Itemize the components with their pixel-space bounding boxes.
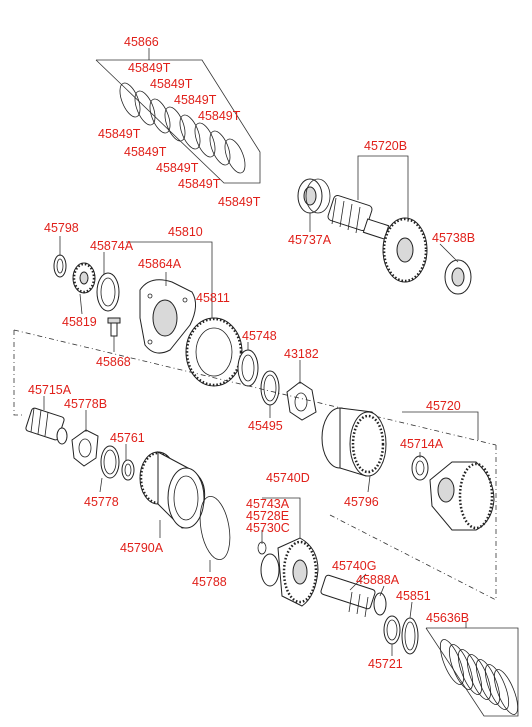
drum-45796 xyxy=(321,407,387,477)
label-45714a: 45714A xyxy=(400,437,444,451)
part-labels: 45866 45849T 45849T 45849T 45849T 45849T… xyxy=(28,35,475,671)
shaft-45715a xyxy=(25,407,68,445)
label-45720: 45720 xyxy=(426,399,461,413)
label-43182: 43182 xyxy=(284,347,319,361)
bolt-45868 xyxy=(107,317,121,337)
label-45761: 45761 xyxy=(110,431,145,445)
label-45743a: 45743A xyxy=(246,497,290,511)
carrier-45864a xyxy=(139,279,196,354)
washer-45778b xyxy=(71,429,99,467)
label-45796: 45796 xyxy=(344,495,379,509)
ring-45714a xyxy=(411,455,429,481)
label-45874a: 45874A xyxy=(90,239,134,253)
label-45495: 45495 xyxy=(248,419,283,433)
ring-45874a xyxy=(96,272,120,312)
bracket-45636b xyxy=(425,627,519,717)
label-45720b: 45720B xyxy=(364,139,407,153)
sun-gear-45819 xyxy=(72,262,96,294)
label-45811: 45811 xyxy=(196,291,230,305)
bearing-45738b xyxy=(444,259,472,295)
label-45715a: 45715A xyxy=(28,383,72,397)
label-45730c: 45730C xyxy=(246,521,290,535)
label-45737a: 45737A xyxy=(288,233,332,247)
ring-45798 xyxy=(53,254,67,278)
label-45798: 45798 xyxy=(44,221,79,235)
label-45849t: 45849T xyxy=(98,127,141,141)
label-45849t: 45849T xyxy=(156,161,199,175)
label-45740g: 45740G xyxy=(332,559,376,573)
plate-43182 xyxy=(286,381,317,421)
label-45888a: 45888A xyxy=(356,573,400,587)
bracket-45810 xyxy=(126,241,213,300)
clutch-rings-45849t xyxy=(119,82,246,174)
ring-45778 xyxy=(100,445,120,479)
bracket-45720 xyxy=(402,411,479,440)
clutch-ring-set-bracket xyxy=(95,59,261,184)
clutch-discs-45636b xyxy=(439,639,519,715)
label-45636b: 45636B xyxy=(426,611,469,625)
label-45790a: 45790A xyxy=(120,541,164,555)
label-45778: 45778 xyxy=(84,495,119,509)
label-45810: 45810 xyxy=(168,225,203,239)
ring-gear-45811 xyxy=(185,317,243,387)
label-45864a: 45864A xyxy=(138,257,182,271)
label-45849t: 45849T xyxy=(178,177,221,191)
label-45778b: 45778B xyxy=(64,397,107,411)
label-45851: 45851 xyxy=(396,589,431,603)
planetary-carrier-45740d xyxy=(260,537,319,607)
ring-45888a xyxy=(373,592,387,616)
label-45748: 45748 xyxy=(242,329,277,343)
label-45740d: 45740D xyxy=(266,471,310,485)
transfer-drive-shaft-45720b xyxy=(327,194,428,283)
ring-45851 xyxy=(401,617,419,655)
ring-45748 xyxy=(237,349,259,387)
label-45849t: 45849T xyxy=(124,145,167,159)
label-45868: 45868 xyxy=(96,355,131,369)
label-45721: 45721 xyxy=(368,657,403,671)
label-45866: 45866 xyxy=(124,35,159,49)
snap-ring-45788 xyxy=(199,495,231,561)
ring-45495 xyxy=(260,370,280,406)
bracket-45740d xyxy=(262,497,301,548)
ring-45761 xyxy=(121,459,135,481)
carrier-45720 xyxy=(429,461,495,531)
label-45788: 45788 xyxy=(192,575,227,589)
shaft-45740g xyxy=(320,574,376,618)
drum-45790a xyxy=(139,451,206,529)
label-45849t: 45849T xyxy=(150,77,193,91)
label-45849t: 45849T xyxy=(128,61,171,75)
leader-lines xyxy=(43,48,467,656)
label-45738b: 45738B xyxy=(432,231,475,245)
ring-45721 xyxy=(383,615,401,645)
label-45849t: 45849T xyxy=(174,93,217,107)
label-45849t: 45849T xyxy=(218,195,261,209)
reference-centerlines xyxy=(13,329,497,601)
label-45849t: 45849T xyxy=(198,109,241,123)
label-45728e: 45728E xyxy=(246,509,289,523)
label-45819: 45819 xyxy=(62,315,97,329)
bearing-45737a xyxy=(297,178,331,214)
